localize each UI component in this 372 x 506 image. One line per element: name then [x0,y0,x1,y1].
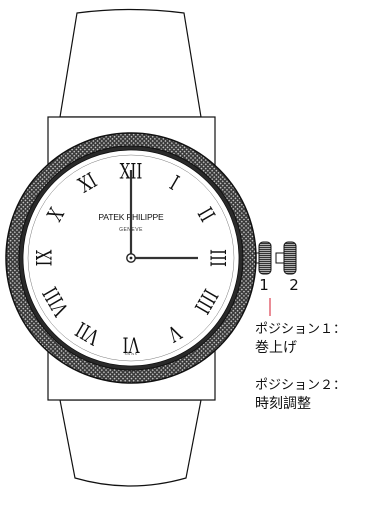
dial-edge [27,154,235,362]
position-2-description: 時刻調整 [255,396,311,412]
numeral-vi: VI [123,332,141,356]
center-pin-dot [129,256,133,260]
position-1-description: 巻上げ [255,340,297,356]
numeral-iii: III [205,249,229,267]
position-2-label: ポジション２： [255,378,346,393]
swiss-mark: SWISS [125,352,138,356]
numeral-ix: IX [33,250,57,267]
upper-strap [59,8,202,118]
position-1-number: 1 [259,276,269,294]
position-2-number: 2 [289,276,299,294]
crown-position-2 [275,241,297,275]
lower-strap [59,399,202,487]
position-1-label: ポジション１： [255,322,346,337]
